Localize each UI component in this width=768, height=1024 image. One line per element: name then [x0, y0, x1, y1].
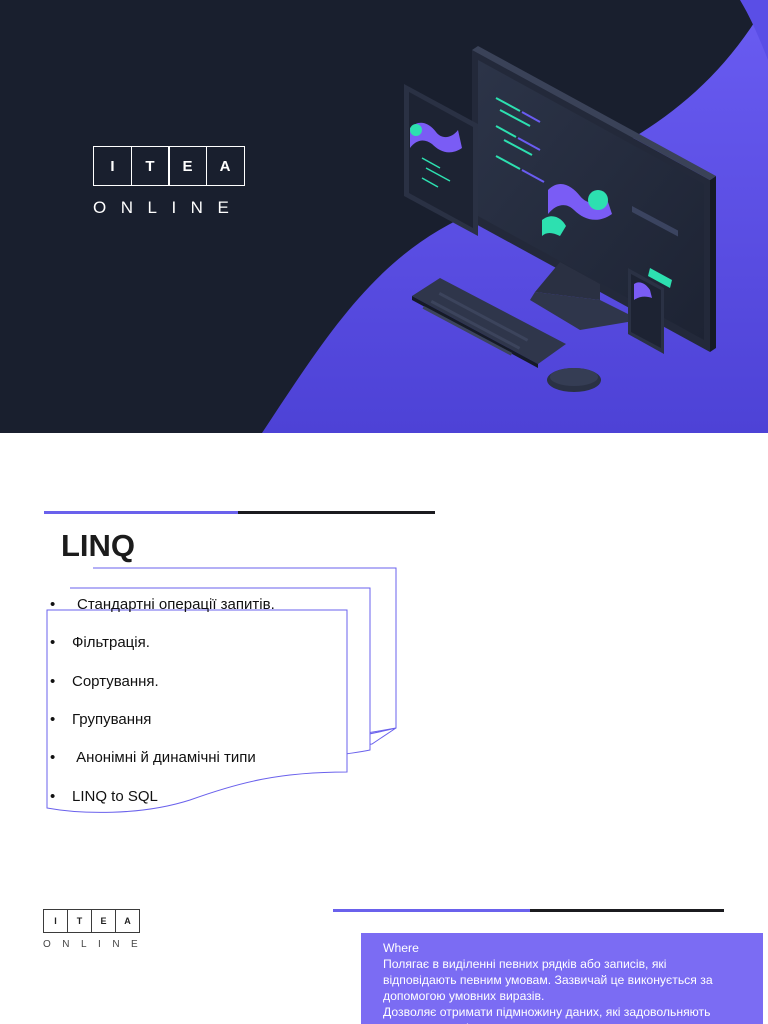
logo-letter: E	[91, 909, 116, 933]
bullet-icon: •	[50, 634, 56, 651]
bullet-icon: •	[50, 788, 56, 805]
bullet-icon: •	[50, 749, 56, 766]
list-item-text: Анонімні й динамічні типи	[72, 749, 256, 766]
list-item: • Групування	[50, 711, 151, 728]
itea-online-logo-small: I T E A ONLINE	[43, 909, 149, 950]
logo-letter: T	[130, 146, 170, 186]
hero-banner: I T E A ONLINE	[0, 0, 768, 433]
slide-title: LINQ	[61, 528, 136, 563]
bullet-icon: •	[50, 711, 56, 728]
note-line: Дозволяє отримати підмножину даних, які …	[383, 1005, 711, 1024]
logo-letter: A	[205, 146, 245, 186]
list-item-text: Групування	[72, 711, 152, 728]
list-item: • Фільтрація.	[50, 634, 150, 651]
list-item: • Анонімні й динамічні типи	[50, 749, 256, 766]
list-item-text: Фільтрація.	[72, 634, 150, 651]
list-item-text: Сортування.	[72, 673, 159, 690]
logo-letter: T	[67, 909, 92, 933]
logo-letters: I T E A	[93, 146, 245, 186]
stacked-documents-shape	[46, 567, 397, 813]
logo-subtitle: ONLINE	[43, 939, 150, 950]
list-item-text: LINQ to SQL	[72, 788, 158, 805]
logo-letter: I	[43, 909, 68, 933]
logo-letters: I T E A	[43, 909, 149, 933]
note-line: Полягає в виділенні певних рядків або за…	[383, 957, 713, 1003]
section-rule	[333, 909, 724, 912]
tablet-icon	[404, 84, 478, 236]
list-item-text: Стандартні операції запитів.	[77, 596, 275, 613]
bullet-icon: •	[50, 673, 56, 690]
logo-subtitle: ONLINE	[93, 198, 244, 217]
note-heading: Where	[383, 941, 419, 955]
list-item: • Сортування.	[50, 673, 159, 690]
note-box: Where Полягає в виділенні певних рядків …	[361, 933, 763, 1024]
bullet-icon: •	[50, 596, 56, 613]
keyboard-icon	[412, 278, 566, 368]
itea-online-logo: I T E A ONLINE	[93, 146, 273, 226]
logo-letter: I	[93, 146, 132, 186]
phone-icon	[628, 268, 672, 354]
logo-letter: E	[168, 146, 207, 186]
list-item: • Стандартні операції запитів.	[50, 596, 275, 613]
logo-letter: A	[115, 909, 140, 933]
title-rule	[44, 511, 435, 514]
hero-illustration	[262, 0, 768, 433]
list-item: • LINQ to SQL	[50, 788, 158, 805]
